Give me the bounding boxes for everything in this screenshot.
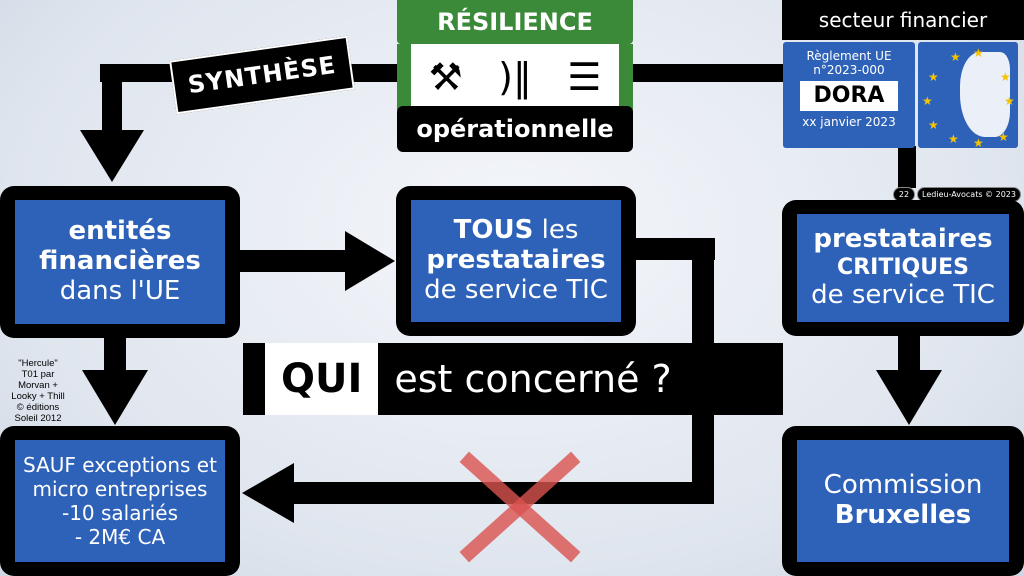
box-line: de service TIC [424, 274, 608, 305]
credit-line: © éditions [16, 402, 60, 413]
box-line: prestataires [813, 224, 993, 255]
arrow-left-icon [242, 463, 294, 523]
resilience-title: RÉSILIENCE [397, 0, 633, 44]
credit-line: T01 par [21, 369, 55, 380]
resilience-subtitle: opérationnelle [397, 106, 633, 152]
box-line: dans l'UE [59, 275, 181, 306]
server-icon: ☰ [567, 55, 602, 99]
question-text: est concerné ? [394, 357, 672, 401]
regulation-date: xx janvier 2023 [802, 115, 896, 129]
question-banner: QUI est concerné ? [243, 343, 783, 415]
left-lower-line [104, 335, 126, 375]
box-line: les [533, 215, 579, 246]
box-line: TOUS [453, 215, 534, 246]
shield-waves-icon: )‖ [498, 55, 532, 99]
sector-label: secteur financier [782, 0, 1024, 40]
box-line: -10 salariés [61, 501, 178, 525]
credit-line: "Hercule" [18, 358, 58, 369]
resilience-icons: ⚒ )‖ ☰ [397, 44, 633, 110]
left-down-line [102, 64, 122, 134]
hammer-impact-icon: ⚒ [428, 55, 463, 99]
right-down-line [898, 146, 916, 188]
arrow-right-icon [345, 231, 395, 291]
regulation-box: Règlement UE n°2023-000 DORA xx janvier … [783, 42, 915, 148]
credit-line: Morvan + [18, 380, 58, 391]
box-line: - 2M€ CA [74, 525, 166, 549]
cross-icon [455, 445, 585, 570]
box-line: micro entreprises [32, 477, 208, 501]
credit-line: Soleil 2012 [14, 413, 62, 424]
arrow-down-icon [80, 130, 144, 182]
box-line: financières [39, 246, 201, 277]
box-line: Commission [823, 470, 983, 501]
arrow-down-icon [82, 370, 148, 425]
dora-label: DORA [800, 81, 898, 111]
arrow-down-icon [876, 370, 942, 425]
box-line: de service TIC [811, 279, 995, 310]
box-line: SAUF exceptions et [23, 453, 217, 477]
box-line: prestataires [426, 245, 606, 276]
box-line: CRITIQUES [837, 255, 969, 281]
box-line: entités [68, 216, 172, 247]
regulation-line1: Règlement UE [806, 49, 892, 63]
eu-flag-map-icon: ★★ ★★ ★★ ★★ ★★ [918, 42, 1018, 148]
arrow-left-center-line [240, 250, 350, 272]
question-highlight: QUI [265, 343, 379, 415]
credit-line: Looky + Thill [11, 391, 65, 402]
box-line: Bruxelles [834, 500, 972, 530]
right-lower-line [898, 330, 920, 375]
regulation-number: n°2023-000 [813, 63, 885, 77]
